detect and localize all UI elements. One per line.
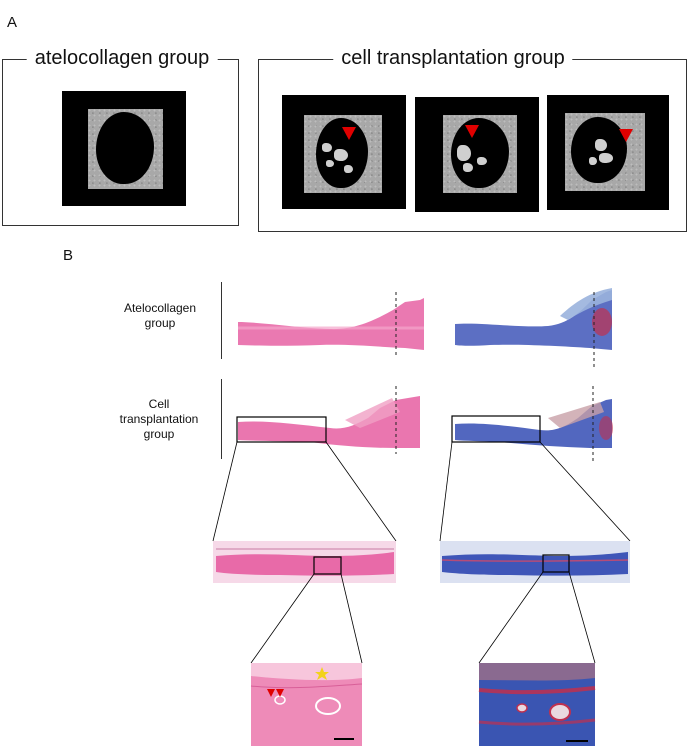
- panel-b-letter: B: [63, 247, 74, 264]
- red-arrowhead-icon: [619, 129, 633, 142]
- panel-a-letter: A: [7, 14, 18, 31]
- row-separator: [221, 282, 222, 359]
- red-arrowhead-icon: [465, 125, 479, 138]
- yellow-star-icon: [315, 667, 329, 680]
- cell-transplantation-group-title: cell transplantation group: [333, 47, 573, 70]
- row-label-atelocollagen: Atelocollagen group: [123, 301, 197, 330]
- row-separator: [221, 379, 222, 459]
- ct-image-cell-3: [547, 95, 669, 210]
- ct-image-cell-1: [282, 95, 406, 209]
- ct-image-atelocollagen: [62, 91, 186, 206]
- ct-image-cell-2: [415, 97, 539, 212]
- row-label-cell-transplantation: Cell transplantation group: [119, 397, 199, 441]
- red-arrowhead-icon: [342, 127, 356, 140]
- atelocollagen-group-title: atelocollagen group: [26, 47, 218, 70]
